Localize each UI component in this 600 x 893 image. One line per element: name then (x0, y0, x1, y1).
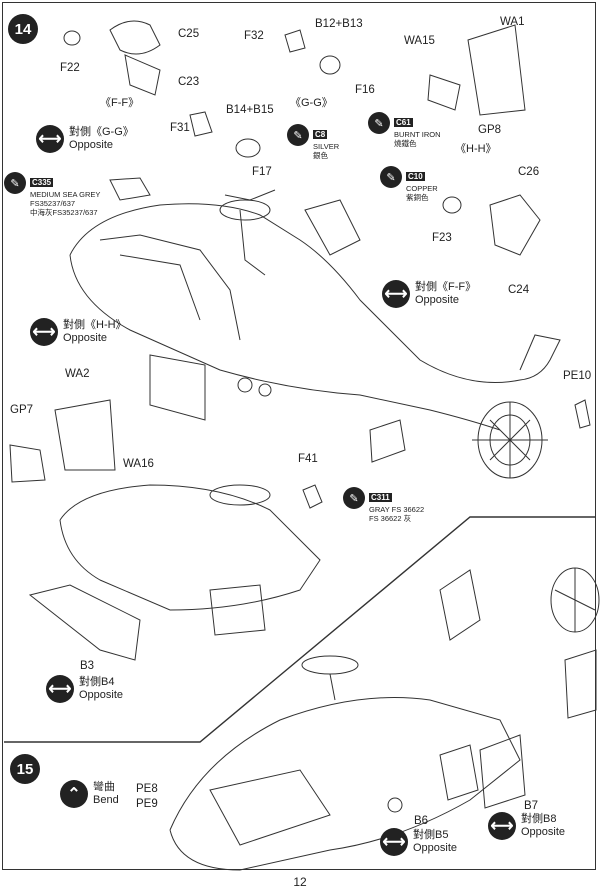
callout-opposite-hh: ⟷ 對側《H-H》Opposite (30, 318, 127, 346)
part-label-c23: C23 (178, 76, 200, 88)
page-frame (2, 2, 596, 870)
paint-brush-icon: ✎ (4, 172, 26, 194)
callout-line1: 對側B8 (521, 813, 557, 825)
callout-line2: Opposite (521, 826, 566, 838)
callout-line1: 對側B5 (413, 829, 449, 841)
callout-line1: 對側《H-H》 (63, 319, 127, 331)
view-label-hh: 《H-H》 (455, 143, 497, 155)
paint-name: MEDIUM SEA GREY (30, 190, 101, 199)
paint-code: C311 (369, 493, 392, 502)
callout-line2: Opposite (79, 689, 124, 701)
double-arrow-icon: ⟷ (30, 318, 58, 346)
part-label-gp7: GP7 (10, 404, 34, 416)
callout-line2: Opposite (63, 332, 108, 344)
paint-brush-icon: ✎ (380, 166, 402, 188)
paint-code: C10 (406, 172, 425, 181)
part-label-wa1: WA1 (500, 16, 525, 28)
part-label-c24: C24 (508, 284, 530, 296)
part-label-f22: F22 (60, 62, 80, 74)
part-label-wa16: WA16 (123, 458, 154, 470)
paint-name: SILVER (313, 142, 340, 151)
callout-line1: 彎曲 (93, 781, 115, 793)
view-label-ff: 《F-F》 (100, 97, 140, 109)
double-arrow-icon: ⟷ (46, 675, 74, 703)
part-label-b6: B6 (414, 815, 429, 827)
paint-name-cn: 燒鐵色 (394, 139, 417, 148)
paint-name-cn: 中海灰FS35237/637 (30, 208, 98, 217)
callout-line1: 對側《G-G》 (69, 126, 134, 138)
view-label-gg: 《G-G》 (290, 97, 333, 109)
callout-opposite-gg: ⟷ 對側《G-G》Opposite (36, 125, 134, 153)
part-label-b12b13: B12+B13 (315, 18, 363, 30)
paint-name: BURNT IRON (394, 130, 441, 139)
callout-line1: 對側B4 (79, 676, 115, 688)
paint-brush-icon: ✎ (368, 112, 390, 134)
double-arrow-icon: ⟷ (488, 812, 516, 840)
callout-line1: 對側《F-F》 (415, 281, 477, 293)
callout-line2: Opposite (415, 294, 460, 306)
step-number-14: 14 (8, 14, 38, 44)
callout-line2: Opposite (69, 139, 114, 151)
double-arrow-icon: ⟷ (36, 125, 64, 153)
part-label-f17: F17 (252, 166, 272, 178)
paint-brush-icon: ✎ (343, 487, 365, 509)
part-label-f32: F32 (244, 30, 264, 42)
part-label-f16: F16 (355, 84, 375, 96)
page-number: 12 (293, 875, 307, 889)
part-label-b7: B7 (524, 800, 539, 812)
callout-opposite-ff: ⟷ 對側《F-F》Opposite (382, 280, 476, 308)
paint-name-cn: FS 36622 灰 (369, 514, 412, 523)
paint-code: C8 (313, 130, 328, 139)
part-label-c26: C26 (518, 166, 540, 178)
step-number-15: 15 (10, 754, 40, 784)
paint-name-cn: 紫銅色 (406, 193, 429, 202)
paint-name-cn: 銀色 (313, 151, 328, 160)
part-label-b14b15: B14+B15 (226, 104, 274, 116)
part-label-f31: F31 (170, 122, 190, 134)
part-label-c25: C25 (178, 28, 200, 40)
part-label-pe9: PE9 (136, 798, 158, 810)
paint-brush-icon: ✎ (287, 124, 309, 146)
paint-code: C61 (394, 118, 413, 127)
part-label-f41: F41 (298, 453, 318, 465)
paint-fs: FS35237/637 (30, 199, 76, 208)
double-arrow-icon: ⟷ (380, 828, 408, 856)
callout-line2: Bend (93, 794, 119, 806)
double-arrow-icon: ⟷ (382, 280, 410, 308)
callout-line2: Opposite (413, 842, 458, 854)
part-label-f23: F23 (432, 232, 452, 244)
part-label-pe8: PE8 (136, 783, 158, 795)
paint-name: COPPER (406, 184, 438, 193)
paint-code: C335 (30, 178, 54, 187)
bend-icon: ⌃ (60, 780, 88, 808)
part-label-wa2: WA2 (65, 368, 90, 380)
part-label-b3: B3 (80, 660, 95, 672)
paint-name: GRAY FS 36622 (369, 505, 425, 514)
part-label-pe10: PE10 (563, 370, 592, 382)
part-label-gp8: GP8 (478, 124, 502, 136)
part-label-wa15: WA15 (404, 35, 435, 47)
